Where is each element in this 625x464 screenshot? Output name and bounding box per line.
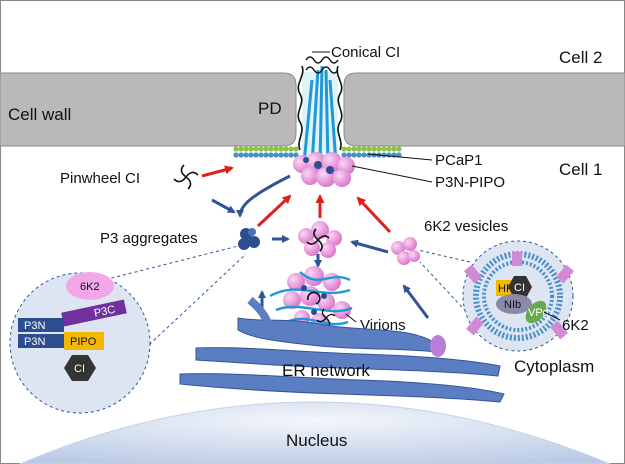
inset-p3n-bottom-label: P3N (24, 336, 45, 348)
membrane-bead (366, 152, 372, 158)
membrane-bead (361, 146, 367, 152)
membrane-bead (341, 146, 347, 152)
membrane-bead (376, 146, 382, 152)
label-p3n-pipo: P3N-PIPO (435, 174, 505, 191)
inset-p3n-top-label: P3N (24, 320, 45, 332)
inset-p3c-box (61, 299, 127, 327)
membrane-bead (248, 146, 254, 152)
cell-wall-right (343, 72, 625, 147)
arrow-p3agg-to-pd (256, 194, 292, 228)
arrow-vesicles-to-pd (356, 196, 392, 234)
arrow-pinwheel-to-pd (201, 165, 234, 178)
arrow-pd-to-p3agg (236, 174, 291, 218)
membrane-bead (288, 152, 294, 158)
membrane-bead (283, 146, 289, 152)
inset-6k2-blob (66, 272, 114, 300)
arrow-pinwheel-to-p3agg (211, 198, 236, 214)
membrane-bead (268, 146, 274, 152)
label-er-network: ER network (282, 361, 370, 380)
membrane-bead (288, 146, 294, 152)
label-cell2: Cell 2 (559, 48, 602, 67)
pd-pink-cluster (293, 152, 355, 187)
membrane-bead (366, 146, 372, 152)
inset-ci-hexagon-right (508, 276, 532, 298)
inset-ci-hexagon (64, 355, 96, 381)
inset-6k2-label: 6K2 (80, 281, 100, 293)
inset-ci-label: CI (74, 363, 85, 375)
inset-vpg-blob (525, 300, 547, 324)
membrane-bead (278, 146, 284, 152)
membrane-bead (351, 152, 357, 158)
membrane-bead (356, 152, 362, 158)
membrane-bead (293, 146, 299, 152)
er-network-shape (179, 296, 505, 403)
inset-p3n-top-box (18, 318, 64, 332)
membrane-bead (381, 146, 387, 152)
inset-vpg-label: VPg (528, 307, 549, 319)
right-inset: HF CI NIb VPg (417, 240, 574, 352)
label-6k2-right: 6K2 (562, 317, 589, 334)
inset-nlb-label: NIb (504, 299, 521, 311)
membrane-bead (248, 152, 254, 158)
label-cell1: Cell 1 (559, 160, 602, 179)
membrane-bead (273, 146, 279, 152)
inset-pipo-label: PIPO (70, 336, 97, 348)
label-p3-aggregates: P3 aggregates (100, 230, 198, 247)
label-pcap1: PCaP1 (435, 152, 483, 169)
pinwheel-ci-icon (173, 164, 199, 190)
inset-p3c-label: P3C (93, 304, 116, 320)
membrane-bead (356, 146, 362, 152)
membrane-bead (253, 152, 259, 158)
label-cell-wall: Cell wall (8, 105, 71, 124)
membrane-bead (346, 146, 352, 152)
membrane-bead (293, 152, 299, 158)
membrane-bead (361, 152, 367, 158)
inset-pipo-box (64, 332, 104, 350)
arrow-vesicles-to-center (350, 239, 389, 254)
cell-wall-left (0, 72, 297, 147)
membrane-bead (371, 146, 377, 152)
label-pd: PD (258, 99, 282, 118)
membrane-bead (258, 152, 264, 158)
membrane-bead (386, 152, 392, 158)
label-cytoplasm: Cytoplasm (514, 357, 594, 376)
membrane-bead (243, 152, 249, 158)
label-conical-ci: Conical CI (331, 44, 400, 61)
nucleus-shape (19, 401, 611, 464)
membrane-bead (396, 146, 402, 152)
membrane-bead (238, 152, 244, 158)
membrane-bead (283, 152, 289, 158)
conical-ci-structure (297, 56, 343, 165)
membrane-bead (253, 146, 259, 152)
central-ci-complex (298, 221, 342, 258)
membrane-bead (391, 146, 397, 152)
membrane-bead (386, 146, 392, 152)
left-inset: 6K2 P3C P3N P3N PIPO CI (9, 243, 247, 414)
membrane-bead (278, 152, 284, 158)
membrane-bead (268, 152, 274, 158)
label-pinwheel-ci: Pinwheel CI (60, 170, 140, 187)
membrane-bead (273, 152, 279, 158)
membrane-bead (243, 146, 249, 152)
membrane-bead (233, 152, 239, 158)
label-nucleus: Nucleus (286, 431, 347, 450)
membrane-bead (233, 146, 239, 152)
p3-aggregates-cluster (238, 228, 260, 250)
6k2-vesicles-cluster (391, 237, 420, 265)
inset-nlb-blob (496, 294, 532, 314)
arrow-er-to-vesicles (402, 284, 430, 319)
membrane-bead (341, 152, 347, 158)
membrane-bead (258, 146, 264, 152)
membrane-bead (351, 146, 357, 152)
membrane-bead (263, 152, 269, 158)
label-6k2-vesicles: 6K2 vesicles (424, 218, 508, 235)
membrane-bead (263, 146, 269, 152)
membrane-bead (238, 146, 244, 152)
inset-p3n-bottom-box (18, 334, 64, 348)
inset-ci-label-right: CI (514, 282, 525, 294)
membrane-bead (346, 152, 352, 158)
